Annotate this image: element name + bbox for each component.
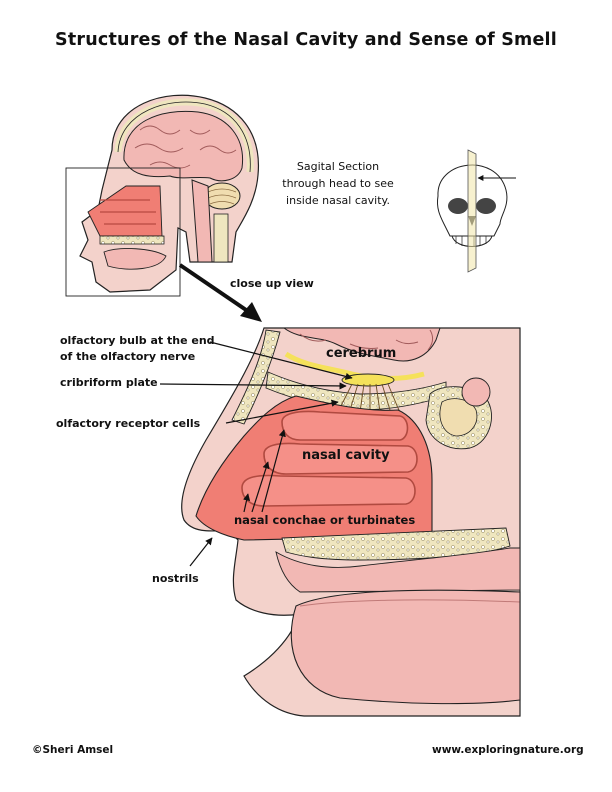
cribriform-pointer [159, 382, 347, 390]
olfactory-bulb-label-line-2: of the olfactory nerve [60, 350, 196, 363]
page-title: Structures of the Nasal Cavity and Sense… [55, 30, 557, 50]
olfactory-receptor-label: olfactory receptor cells [56, 417, 201, 430]
receptor-pointer [225, 399, 339, 424]
concha-pointer-3 [261, 429, 286, 513]
closeup-section [181, 327, 521, 717]
nostril-pointer [189, 537, 213, 567]
closeup-brain [282, 327, 441, 362]
website-link[interactable]: www.exploringnature.org [432, 744, 584, 756]
bulb-pointer [209, 341, 353, 380]
sagittal-note: Sagital Section through head to see insi… [278, 158, 398, 209]
sagittal-note-line-3: inside nasal cavity. [286, 194, 390, 207]
nasal-conchae-label: nasal conchae or turbinates [234, 513, 416, 527]
closeup-arrow [178, 263, 262, 322]
sagittal-note-line-1: Sagital Section [296, 160, 380, 173]
sagittal-note-line-2: through head to see [282, 177, 394, 190]
small-nasal-cavity [87, 185, 163, 237]
skull-icon [437, 149, 516, 273]
cribriform-plate-label: cribriform plate [60, 376, 158, 389]
copyright-credit: ©Sheri Amsel [32, 744, 114, 756]
closeup-frame [65, 167, 181, 297]
small-head-section [65, 94, 260, 297]
nasal-conchae [241, 410, 418, 507]
olfactory-bulb-label-line-1: olfactory bulb at the end [60, 334, 215, 347]
nasal-cavity-label: nasal cavity [302, 448, 390, 463]
olfactory-bulb [341, 373, 395, 387]
cerebrum-label: cerebrum [326, 346, 397, 361]
close-up-label: close up view [230, 277, 314, 290]
concha-pointer-1 [243, 493, 251, 513]
concha-pointer-2 [251, 461, 270, 513]
label-pointers [159, 341, 353, 567]
olfactory-bulb-label: olfactory bulb at the end of the olfacto… [60, 333, 215, 365]
nostrils-label: nostrils [152, 572, 199, 585]
tongue [290, 589, 521, 705]
